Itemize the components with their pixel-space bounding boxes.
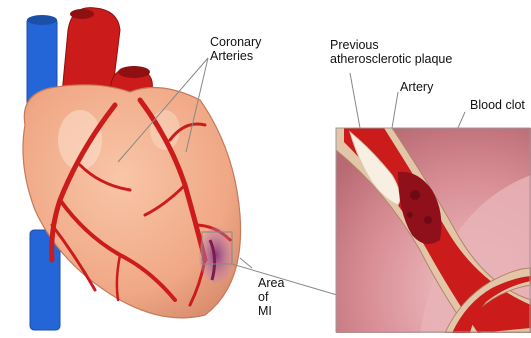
label-previous-plaque: Previous atherosclerotic plaque: [330, 38, 452, 66]
vena-cava-opening: [27, 15, 57, 25]
label-area-of-mi: Area of MI: [258, 276, 284, 318]
aorta-opening: [70, 9, 94, 19]
inset-magnified-artery: [336, 128, 531, 333]
label-artery: Artery: [400, 80, 433, 94]
label-coronary-arteries: Coronary Arteries: [210, 35, 261, 63]
pulmonary-opening: [118, 66, 150, 78]
infarct-area: [199, 227, 233, 283]
label-blood-clot: Blood clot: [470, 98, 531, 112]
